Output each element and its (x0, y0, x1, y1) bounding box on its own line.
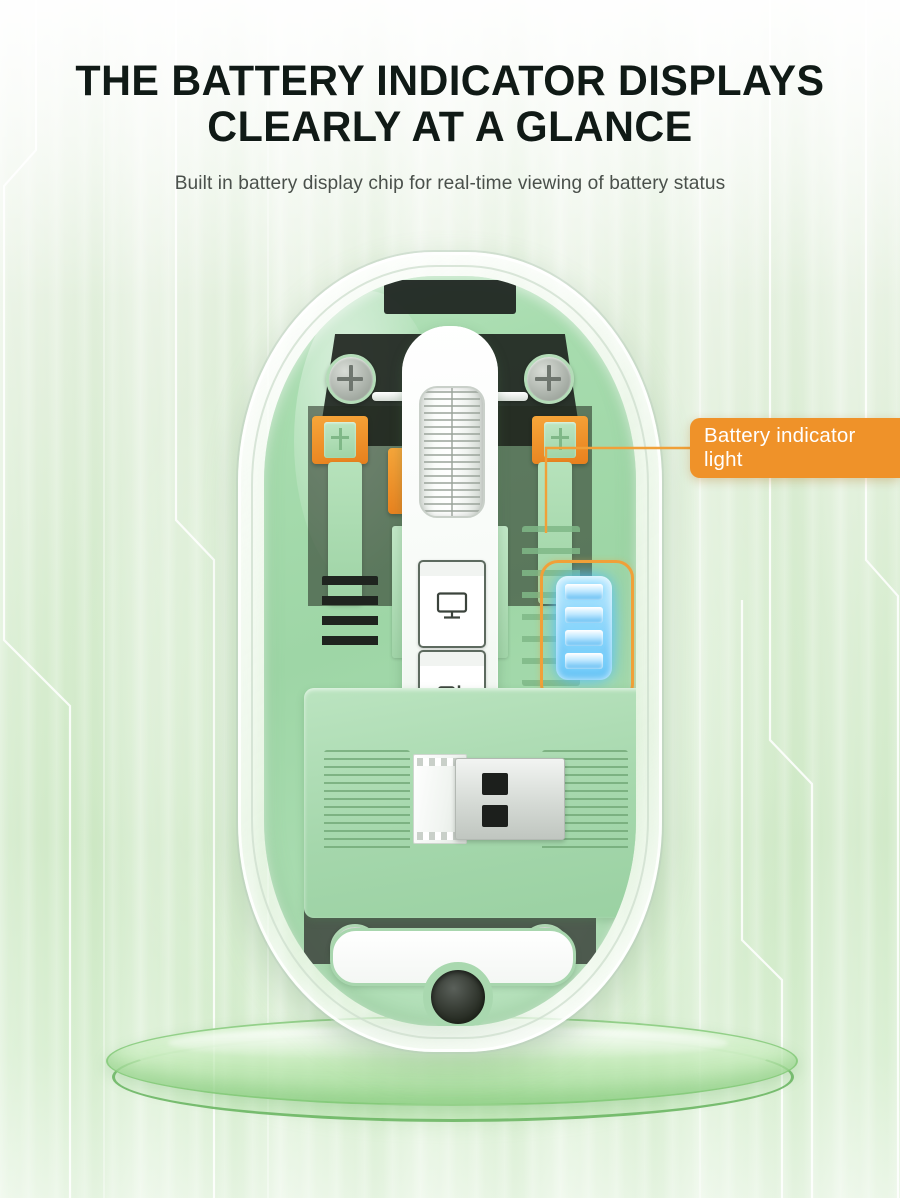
usb-pins-bottom (417, 832, 463, 840)
led-body (556, 576, 612, 680)
switch-plunger (324, 422, 356, 458)
shell-inner-ring (251, 265, 649, 1039)
title-line-1: THE BATTERY INDICATOR DISPLAYS (75, 57, 825, 105)
scroll-wheel[interactable] (419, 386, 485, 518)
right-click-switch (532, 416, 588, 464)
led-segment (565, 630, 603, 646)
page-subtitle: Built in battery display chip for real-t… (174, 172, 726, 194)
led-segment (565, 584, 603, 600)
headline-block: THE BATTERY INDICATOR DISPLAYS CLEARLY A… (0, 58, 900, 195)
usb-nano-receiver (413, 754, 565, 844)
callout-label-line-2: light (704, 448, 743, 471)
scroll-wheel-axis (451, 388, 453, 516)
screw-top-right (524, 354, 574, 404)
callout-label-line-1: Battery indicator (704, 424, 856, 447)
callout-badge: Battery indicator light (690, 418, 900, 478)
receiver-compartment (304, 688, 636, 918)
wheel-button-column (402, 326, 498, 826)
page-title: THE BATTERY INDICATOR DISPLAYS CLEARLY A… (18, 58, 882, 150)
monitor-icon (436, 592, 468, 619)
product-mouse (238, 252, 662, 1052)
optical-sensor (423, 962, 493, 1026)
usb-pins-top (417, 758, 463, 766)
led-segment (565, 653, 603, 669)
display-switch-button[interactable] (418, 560, 486, 648)
mouse-internal-chassis (264, 276, 636, 1026)
left-click-switch (312, 416, 368, 464)
usb-connector (455, 758, 565, 840)
usb-contact-upper (482, 773, 508, 795)
switch-plunger (544, 422, 576, 458)
led-segment (565, 607, 603, 623)
top-cavity (384, 280, 516, 314)
title-line-2: CLEARLY AT A GLANCE (207, 103, 693, 151)
screw-top-left (326, 354, 376, 404)
compartment-vent-left (324, 750, 410, 854)
chassis-slots (322, 576, 378, 654)
usb-contact-lower (482, 805, 508, 827)
battery-indicator-led (540, 560, 634, 702)
